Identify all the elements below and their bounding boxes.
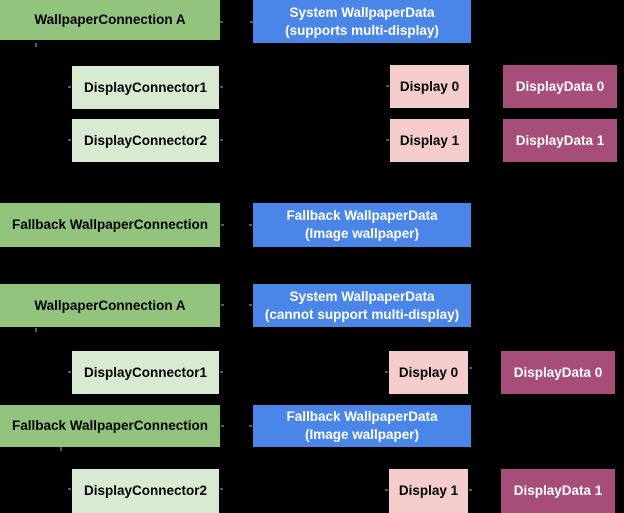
connector-stub [221, 425, 224, 427]
box-label-line2: (supports multi-display) [285, 22, 439, 38]
box-label: Display 0 [398, 364, 459, 380]
connector-stub [469, 489, 472, 491]
connector-stub [220, 488, 223, 490]
box-label: Fallback WallpaperConnection [11, 217, 209, 232]
connector-stub [35, 328, 37, 332]
connector-stub [250, 21, 253, 23]
connector-stub [221, 304, 224, 306]
box-label: DisplayConnector2 [83, 132, 208, 148]
box-label: WallpaperConnection A [34, 297, 186, 313]
connector-stub [220, 371, 223, 373]
box-label: Display 1 [399, 132, 460, 148]
connector-stub [220, 21, 223, 23]
box-display-connector1-multi: DisplayConnector1 [72, 66, 219, 109]
connector-stub [385, 371, 388, 373]
box-display0-single: Display 0 [389, 351, 468, 394]
connector-stub [386, 85, 389, 87]
box-label-line2: (Image wallpaper) [304, 427, 420, 442]
connector-stub [220, 86, 223, 88]
connector-stub [68, 371, 71, 373]
box-label: DisplayData 1 [515, 132, 605, 148]
box-label: DisplayData 0 [515, 78, 605, 94]
box-system-wallpaper-data-single: System WallpaperData (cannot support mul… [253, 284, 471, 327]
connector-stub [249, 304, 252, 306]
box-label-line1: Fallback WallpaperData [286, 208, 438, 223]
box-label: Display 0 [399, 78, 460, 94]
box-label: DisplayConnector1 [83, 364, 208, 380]
box-display0-multi: Display 0 [390, 65, 469, 108]
box-label: DisplayData 0 [513, 364, 603, 380]
connector-stub [386, 139, 389, 141]
box-label-line2: (Image wallpaper) [304, 226, 420, 241]
box-label: DisplayData 1 [513, 483, 603, 498]
box-wallpaper-connection-a-single: WallpaperConnection A [0, 284, 220, 327]
box-fallback-wallpaper-connection-single: Fallback WallpaperConnection [0, 405, 220, 447]
box-fallback-wallpaper-connection-multi: Fallback WallpaperConnection [0, 203, 220, 247]
box-label: WallpaperConnection A [34, 12, 186, 27]
box-label: Fallback WallpaperConnection [11, 418, 209, 433]
connector-stub [68, 86, 71, 88]
connector-stub [35, 43, 37, 47]
box-label: Display 1 [398, 483, 459, 498]
connector-stub [68, 488, 71, 490]
connector-stub [68, 139, 71, 141]
box-label: DisplayConnector2 [83, 483, 208, 498]
box-display-data1-single: DisplayData 1 [501, 469, 615, 513]
box-label: DisplayConnector1 [83, 79, 208, 95]
connector-stub [385, 489, 388, 491]
box-label-line1: System WallpaperData [289, 4, 435, 20]
connector-stub [249, 224, 252, 226]
connector-stub [249, 425, 252, 427]
box-display1-multi: Display 1 [390, 119, 469, 162]
box-display-data0-multi: DisplayData 0 [503, 65, 617, 108]
connector-stub [469, 367, 472, 369]
box-fallback-wallpaper-data-single: Fallback WallpaperData (Image wallpaper) [253, 405, 471, 447]
box-label-line1: System WallpaperData [289, 288, 435, 304]
box-fallback-wallpaper-data-multi: Fallback WallpaperData (Image wallpaper) [253, 203, 471, 247]
box-display-connector2-single: DisplayConnector2 [72, 469, 219, 513]
box-display-data0-single: DisplayData 0 [501, 351, 615, 394]
connector-stub [220, 139, 223, 141]
connector-stub [60, 447, 62, 451]
box-label-line2: (cannot support multi-display) [264, 306, 460, 322]
box-wallpaper-connection-a-multi: WallpaperConnection A [0, 0, 220, 40]
connector-stub [221, 224, 224, 226]
box-display-data1-multi: DisplayData 1 [503, 119, 617, 162]
box-label-line1: Fallback WallpaperData [286, 409, 438, 424]
box-display-connector2-multi: DisplayConnector2 [72, 119, 219, 162]
box-display-connector1-single: DisplayConnector1 [72, 351, 219, 394]
box-display1-single: Display 1 [389, 469, 468, 513]
box-system-wallpaper-data-multi: System WallpaperData (supports multi-dis… [253, 0, 471, 43]
